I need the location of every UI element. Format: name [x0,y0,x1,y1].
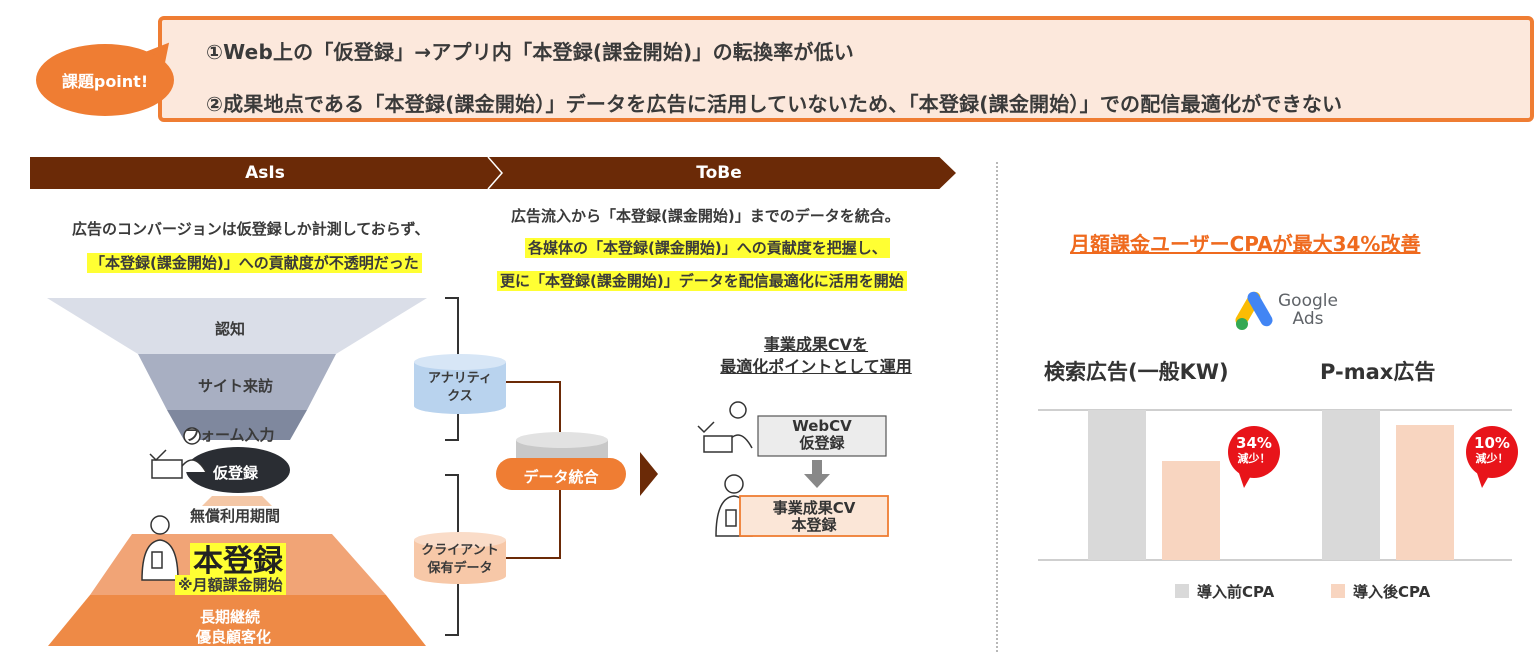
bar-before-pmax [1322,410,1380,560]
client-label-2: 保有データ [427,561,493,576]
down-arrow-head [804,474,830,488]
issue-point-badge: 課題point! [36,44,174,116]
integration-pill [496,458,626,490]
tobe-text-3: 更に「本登録(課金開始)」データを配信最適化に活用を開始 [497,271,907,291]
tobe-header-label: ToBe [696,163,742,183]
section-divider [996,162,998,652]
asis-header-label: AsIs [245,163,285,183]
client-cylinder [414,532,506,584]
down-arrow-stem [812,460,822,476]
flow-arrow [640,452,658,496]
data-flow-graphic [414,354,658,584]
legend-label-after: 導入後CPA [1353,583,1431,601]
analytics-cylinder [414,354,506,414]
google-ads-wordmark: Google Ads [1278,292,1338,328]
analytics-label-1: アナリティ [428,371,492,386]
person-laptop-icon [149,427,207,479]
result-headline: 月額課金ユーザーCPAが最大34%改善 [1070,232,1421,256]
cpa-bar-chart [1038,409,1518,561]
badge-pmax-bubble [1466,426,1518,488]
badge-search-pct: 34% [1236,434,1272,452]
cv-title: 事業成果CVを 最適化ポイントとして運用 [700,334,932,378]
asis-text-2: 「本登録(課金開始)」への貢献度が不透明だった [87,253,422,273]
cv-graphic [697,401,889,537]
funnel-label-main-sub: ※月額課金開始 [175,575,286,595]
webcv-label-1: WebCV [792,417,852,435]
provisional-ellipse [186,447,290,493]
funnel-graphic [47,297,459,646]
bizcv-box [739,495,889,537]
funnel-label-awareness: 認知 [215,320,246,338]
client-label-1: クライアント [421,543,499,558]
badge-pmax-pct: 10% [1474,434,1510,452]
tobe-text-2: 各媒体の「本登録(課金開始)」への貢献度を把握し、 [525,238,890,258]
badge-pmax: 10% 減少！ [1466,436,1518,466]
asis-header: AsIs [30,157,500,189]
funnel-label-long-1: 長期継続 [200,608,261,626]
funnel-label-provisional: 仮登録 [213,464,259,482]
person-pc-icon [697,401,753,453]
header-separator-chevron [487,157,503,189]
badge-search-bubble [1228,426,1280,488]
google-ads-wordmark-2: Ads [1292,309,1324,329]
integration-label: データ統合 [523,468,599,486]
tobe-text-1: 広告流入から「本登録(課金開始)」までのデータを統合。 [511,207,900,225]
funnel-label-free-period: 無償利用期間 [190,507,281,525]
funnel-label-long-2: 優良顧客化 [196,628,272,646]
bizcv-label: 事業成果CV 本登録 [740,500,888,534]
legend-label-before: 導入前CPA [1197,583,1275,601]
bar-before-search [1088,410,1146,560]
google-ads-logo-icon [1235,291,1273,330]
asis-text-1: 広告のコンバージョンは仮登録しか計測しておらず、 [72,220,430,238]
google-ads-wordmark-1: Google [1278,291,1338,311]
funnel-label-visit: サイト来訪 [198,377,274,395]
legend-swatch-before [1175,584,1189,598]
cv-title-2: 最適化ポイントとして運用 [720,357,912,376]
funnel-stage-visit [138,354,336,410]
legend-swatch-after [1331,584,1345,598]
funnel-label-main: 本登録 [190,543,286,580]
tobe-header: ToBe [482,157,956,189]
connector-top [506,381,561,432]
analytics-label-2: クス [447,389,473,404]
bizcv-label-1: 事業成果CV [772,499,856,517]
funnel-free-top [202,496,272,506]
issue-box: ①Web上の「仮登録」→アプリ内「本登録(課金開始)」の転換率が低い ②成果地点… [158,16,1534,122]
bar-after-pmax [1396,425,1454,560]
person-phone-icon [141,515,179,581]
badge-pmax-text: 減少！ [1475,452,1509,465]
webcv-label-2: 仮登録 [799,434,845,452]
webcv-box [757,415,887,457]
issue-line-2: ②成果地点である「本登録(課金開始）」データを広告に活用していないため、「本登録… [206,92,1343,116]
issue-line-1: ①Web上の「仮登録」→アプリ内「本登録(課金開始)」の転換率が低い [206,40,855,64]
funnel-stage-awareness [47,298,427,354]
cv-title-1: 事業成果CVを [763,335,869,354]
funnel-long-trapezoid [48,595,426,646]
badge-search-text: 減少！ [1237,452,1271,465]
group-label-pmax: P-max広告 [1320,360,1436,384]
bizcv-label-2: 本登録 [791,516,837,534]
funnel-label-form: フォーム入力 [185,426,275,444]
bar-after-search [1162,461,1220,560]
connector-bottom [506,490,561,559]
webcv-label: WebCV 仮登録 [758,418,886,452]
funnel-stage-form [167,410,307,440]
badge-search: 34% 減少！ [1228,436,1280,466]
group-label-search: 検索広告(一般KW) [1044,360,1229,384]
